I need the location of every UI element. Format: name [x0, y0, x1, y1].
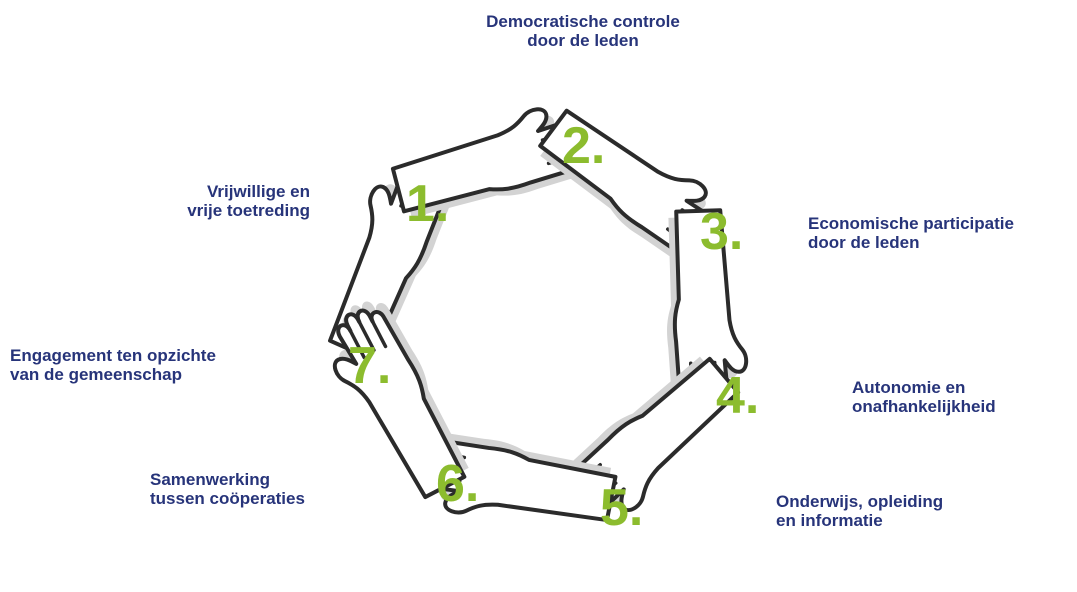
principle-number-7: 7.: [348, 337, 392, 395]
principle-5-line-1: Onderwijs, opleiding: [776, 492, 944, 511]
principle-number-1: 1.: [406, 175, 450, 233]
principle-7-line-2: van de gemeenschap: [10, 365, 182, 384]
principle-label-6: Samenwerking tussen coöperaties: [150, 470, 370, 508]
principle-6-line-2: tussen coöperaties: [150, 489, 305, 508]
principle-1-line-1: Vrijwillige en: [207, 182, 310, 201]
principle-4-line-2: onafhankelijkheid: [852, 397, 996, 416]
principle-2-line-1: Democratische controle: [486, 12, 680, 31]
principle-number-6: 6.: [436, 455, 480, 513]
principle-label-1: Vrijwillige en vrije toetreding: [112, 182, 310, 220]
principle-4-line-1: Autonomie en: [852, 378, 966, 397]
hands-ring: [328, 107, 749, 523]
principle-label-3: Economische participatie door de leden: [808, 214, 1073, 252]
principle-number-5: 5.: [600, 479, 644, 537]
principle-5-line-2: en informatie: [776, 511, 883, 530]
principle-number-3: 3.: [700, 203, 744, 261]
hand-icon-7: [332, 301, 469, 500]
principle-label-4: Autonomie en onafhankelijkheid: [852, 378, 1072, 416]
principle-label-5: Onderwijs, opleiding en informatie: [776, 492, 1016, 530]
principle-2-line-2: door de leden: [527, 31, 639, 50]
hand-icon-6: [412, 431, 618, 523]
finger-lines-7: [348, 316, 388, 360]
principle-3-line-1: Economische participatie: [808, 214, 1014, 233]
principle-3-line-2: door de leden: [808, 233, 920, 252]
principle-6-line-1: Samenwerking: [150, 470, 270, 489]
principle-1-line-2: vrije toetreding: [187, 201, 310, 220]
principle-number-4: 4.: [716, 367, 760, 425]
principle-number-2: 2.: [562, 117, 606, 175]
principle-7-line-1: Engagement ten opzichte: [10, 346, 216, 365]
principle-label-7: Engagement ten opzichte van de gemeensch…: [10, 346, 310, 384]
principle-label-2: Democratische controle door de leden: [448, 12, 718, 50]
hand-outline-7: [332, 308, 467, 500]
